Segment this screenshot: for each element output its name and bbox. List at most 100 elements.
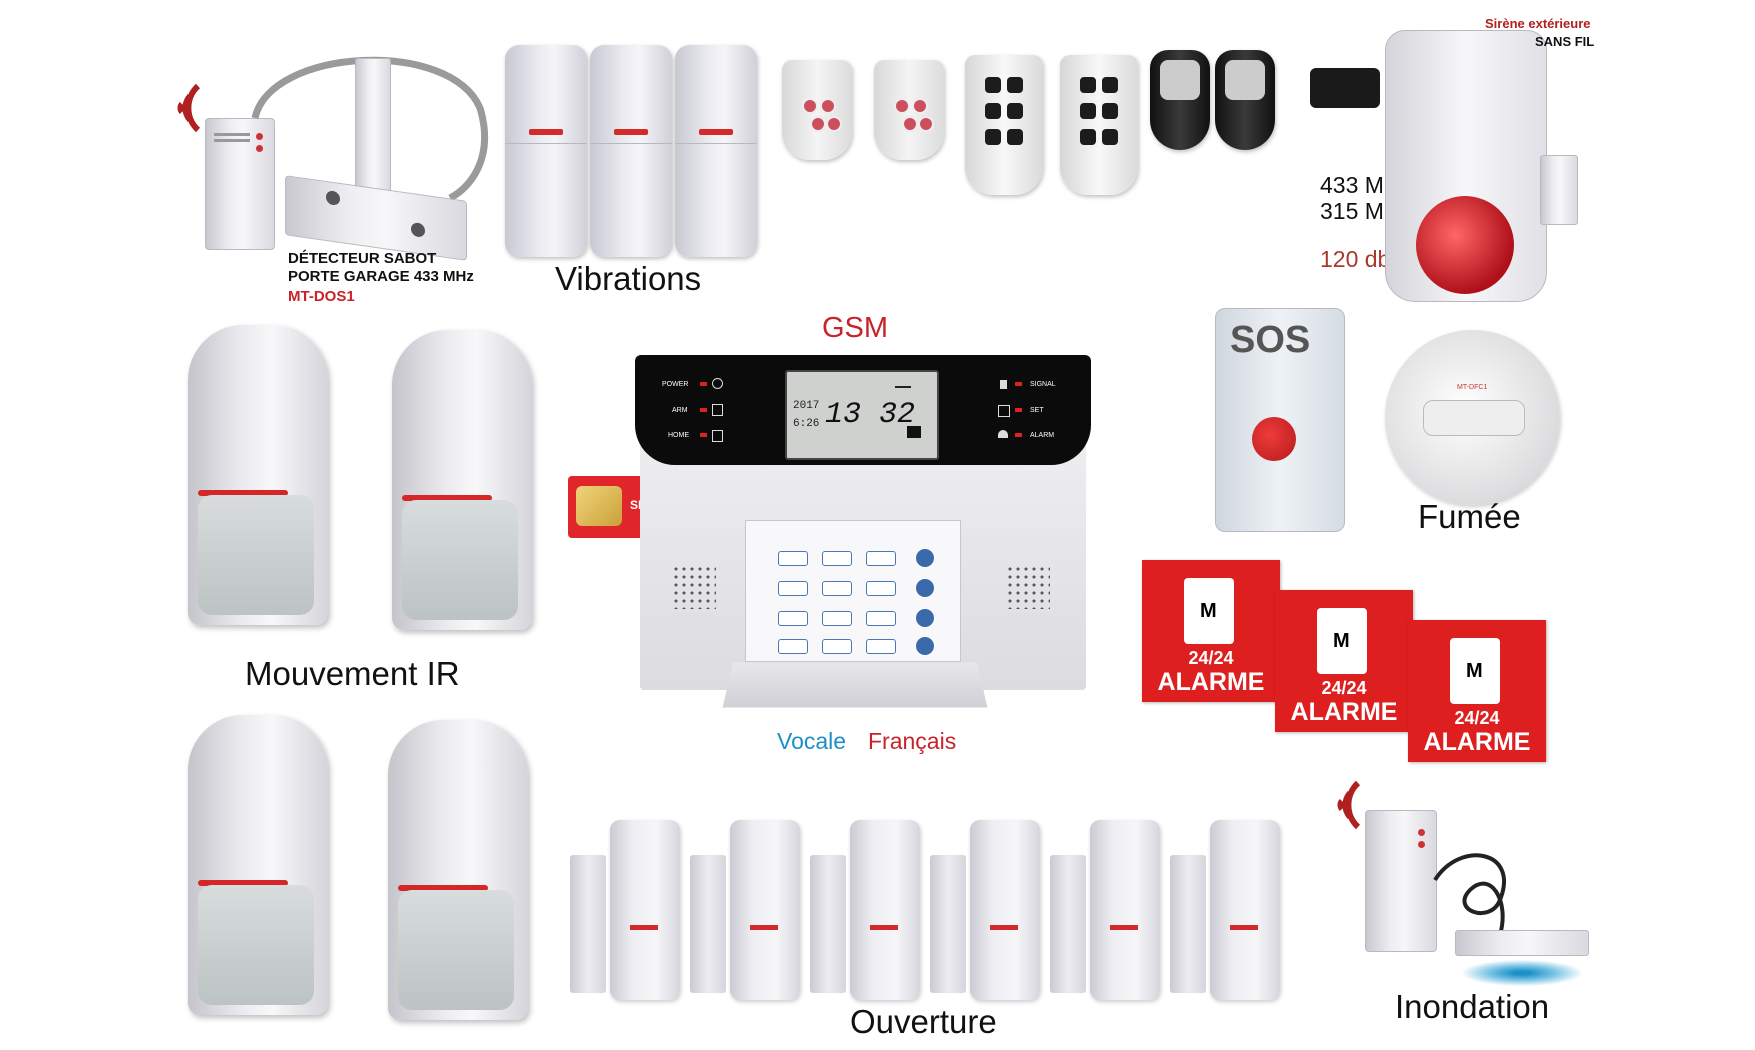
sticker-logo-letter: M — [1466, 660, 1483, 682]
keypad-key[interactable] — [822, 639, 852, 654]
sticker-word: ALARME — [1157, 668, 1265, 696]
pir-motion-sensor — [188, 715, 328, 1015]
speaker-right — [1006, 565, 1050, 609]
vibration-sensor — [675, 45, 757, 257]
keypad-key[interactable] — [866, 551, 896, 566]
lcd-unlock-icon — [907, 426, 921, 438]
alarm-sticker: M 24/24 ALARME — [1142, 560, 1280, 702]
sticker-logo-letter: M — [1333, 630, 1350, 652]
flood-detector-cable — [1433, 853, 1506, 936]
keypad-function-key[interactable] — [916, 609, 934, 627]
sticker-logo-letter: M — [1200, 600, 1217, 622]
sticker-hours: 24/24 — [1321, 678, 1367, 698]
keypad-key[interactable] — [822, 551, 852, 566]
smoke-detector: MT-DFC1 — [1385, 330, 1560, 505]
led-arm — [700, 408, 707, 412]
keypad-key[interactable] — [866, 611, 896, 626]
outdoor-siren — [1385, 30, 1547, 302]
remote-white-black — [1060, 55, 1138, 195]
led-home — [700, 433, 707, 437]
flood-label: Inondation — [1395, 988, 1550, 1025]
flood-detector-transmitter — [1365, 810, 1437, 952]
remote-white-black — [965, 55, 1043, 195]
keypad — [745, 520, 961, 662]
led-alarm-label: ALARM — [1030, 432, 1055, 439]
led-signal — [1015, 382, 1022, 386]
keypad-key[interactable] — [822, 581, 852, 596]
sos-label: SOS — [1230, 319, 1311, 361]
led-power-label: POWER — [662, 381, 689, 388]
garage-detector-transmitter — [205, 118, 275, 250]
francais-label: Français — [868, 728, 957, 754]
keypad-key[interactable] — [778, 611, 808, 626]
remote-black-fob — [1215, 50, 1275, 150]
remote-white-red — [782, 60, 852, 160]
led-power — [700, 382, 707, 386]
lcd-date-bottom: 6:26 — [793, 418, 820, 430]
garage-detector-cable — [251, 56, 488, 202]
led-signal-label: SIGNAL — [1030, 381, 1056, 388]
power-adapter — [1310, 68, 1380, 108]
keypad-key[interactable] — [866, 581, 896, 596]
vibrations-label: Vibrations — [555, 260, 702, 297]
pir-motion-sensor — [388, 720, 528, 1020]
remote-black-fob — [1150, 50, 1210, 150]
alarm-sticker: M 24/24 ALARME — [1408, 620, 1546, 762]
alarm-sticker: M 24/24 ALARME — [1275, 590, 1413, 732]
siren-label-line1: Sirène extérieure — [1485, 16, 1591, 31]
vibration-sensor — [505, 45, 587, 257]
garage-detector-label-line1: DÉTECTEUR SABOT — [288, 250, 437, 267]
keypad-cover — [722, 662, 988, 708]
lcd-date-top: 2017 — [793, 400, 820, 412]
water-ripple-icon — [1462, 960, 1582, 986]
wireless-signal-icon — [177, 83, 201, 133]
gsm-label: GSM — [822, 312, 889, 344]
keypad-key[interactable] — [778, 581, 808, 596]
keypad-key[interactable] — [778, 639, 808, 654]
led-set — [1015, 408, 1022, 412]
motion-ir-label: Mouvement IR — [245, 655, 460, 692]
pir-motion-sensor — [188, 325, 328, 625]
garage-detector-label-line2: PORTE GARAGE 433 MHz — [288, 268, 474, 285]
keypad-key[interactable] — [778, 551, 808, 566]
keypad-key[interactable] — [866, 639, 896, 654]
garage-detector-code: MT-DOS1 — [288, 288, 355, 305]
wireless-signal-icon — [1337, 780, 1361, 830]
led-alarm — [1015, 433, 1022, 437]
remote-white-red — [874, 60, 944, 160]
set-icon — [998, 405, 1010, 417]
power-icon — [712, 378, 723, 389]
home-icon — [712, 430, 723, 442]
sticker-word: ALARME — [1290, 698, 1398, 726]
vibration-sensor — [590, 45, 672, 257]
siren-transmitter — [1540, 155, 1578, 225]
led-set-label: SET — [1030, 407, 1044, 414]
lcd-time: 13 32 — [825, 398, 916, 432]
opening-label: Ouverture — [850, 1003, 997, 1040]
sos-red-button — [1252, 417, 1296, 461]
siren-decibels: 120 db — [1320, 246, 1391, 272]
signal-icon — [1000, 380, 1007, 389]
smoke-detector-code: MT-DFC1 — [1457, 384, 1488, 391]
sticker-hours: 24/24 — [1454, 708, 1500, 728]
led-arm-label: ARM — [672, 407, 688, 414]
speaker-left — [672, 565, 716, 609]
pir-motion-sensor — [392, 330, 532, 630]
flood-probe — [1455, 930, 1589, 956]
led-home-label: HOME — [668, 432, 689, 439]
alarm-icon — [998, 430, 1008, 438]
sos-panic-button: SOS — [1215, 308, 1345, 532]
garage-detector-shoe — [355, 58, 391, 210]
keypad-function-key[interactable] — [916, 637, 934, 655]
arm-lock-icon — [712, 404, 723, 416]
keypad-function-key[interactable] — [916, 579, 934, 597]
keypad-function-key[interactable] — [916, 549, 934, 567]
vocale-label: Vocale — [777, 728, 847, 754]
sticker-hours: 24/24 — [1188, 648, 1234, 668]
lcd-antenna-icon — [895, 376, 911, 388]
sticker-word: ALARME — [1423, 728, 1531, 756]
keypad-key[interactable] — [822, 611, 852, 626]
smoke-label: Fumée — [1418, 498, 1521, 535]
siren-label-line2: SANS FIL — [1535, 34, 1595, 49]
lcd-display: 2017 6:26 13 32 — [785, 370, 939, 460]
